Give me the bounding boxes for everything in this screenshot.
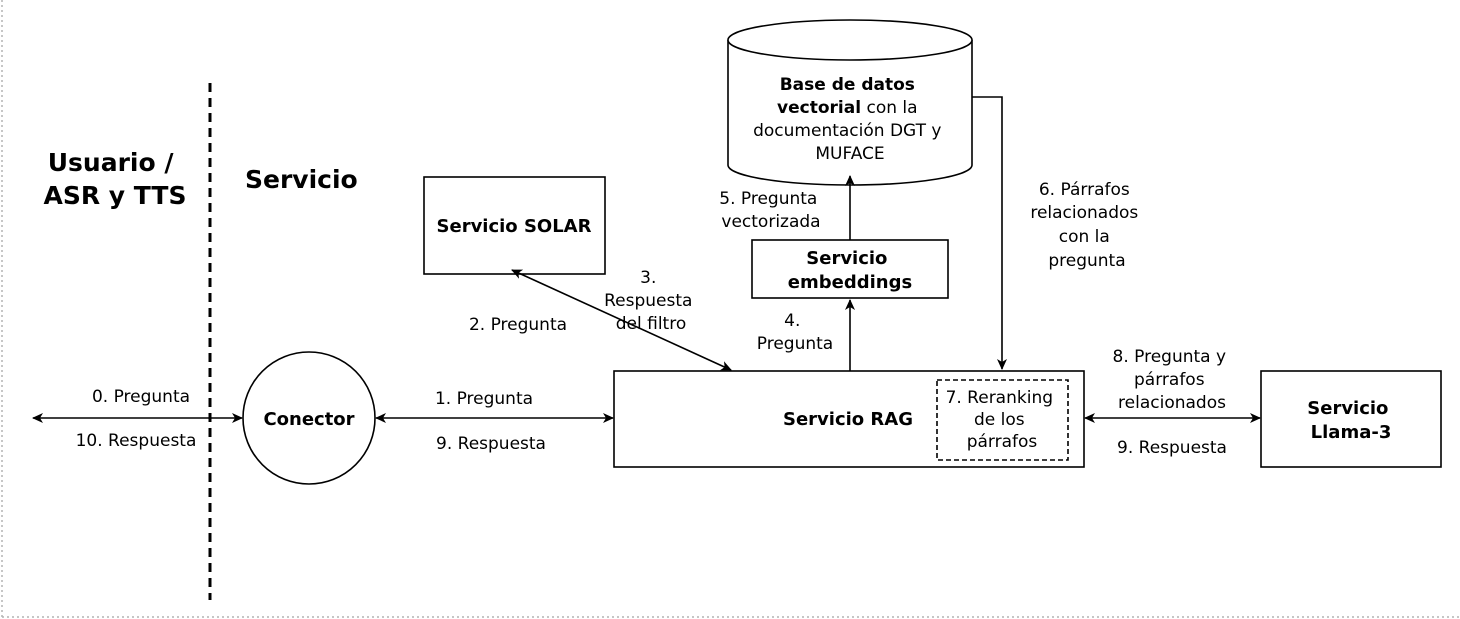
- llama-service-label: Servicio Llama-3: [1307, 398, 1394, 443]
- edge-solar-rag: [511, 269, 732, 371]
- edge-label-8: 8. Pregunta y párrafos relacionados: [1113, 347, 1232, 413]
- edge-label-5: 5. Pregunta vectorizada: [719, 189, 822, 232]
- llama-service-node: Servicio Llama-3: [1260, 370, 1442, 468]
- heading-service: Servicio: [245, 165, 358, 194]
- rag-service-node: Servicio RAG 7. Reranking de los párrafo…: [613, 370, 1085, 468]
- embeddings-service-label: Servicio embeddings: [788, 248, 912, 293]
- rag-service-label: Servicio RAG: [783, 409, 913, 430]
- reranking-label: 7. Reranking de los párrafos: [946, 388, 1059, 452]
- database-label: Base de datos vectorial con la documenta…: [753, 75, 947, 164]
- connector-node: Conector: [242, 351, 376, 485]
- edge-label-0: 0. Pregunta: [92, 387, 190, 407]
- edge-label-9b: 9. Respuesta: [1117, 438, 1227, 458]
- connector-label: Conector: [263, 409, 354, 430]
- edge-label-10: 10. Respuesta: [76, 431, 197, 451]
- edge-label-2: 2. Pregunta: [469, 315, 567, 335]
- solar-service-label: Servicio SOLAR: [437, 216, 592, 237]
- heading-user: Usuario / ASR y TTS: [44, 148, 187, 210]
- edge-label-9a: 9. Respuesta: [436, 434, 546, 454]
- edge-label-4: 4. Pregunta: [757, 311, 833, 354]
- edge-label-6: 6. Párrafos relacionados con la pregunta: [1030, 180, 1143, 271]
- edge-label-1: 1. Pregunta: [435, 389, 533, 409]
- embeddings-service-node: Servicio embeddings: [751, 239, 949, 299]
- edge-database-rag: [972, 96, 1007, 370]
- vector-database-node: Base de datos vectorial con la documenta…: [727, 19, 973, 186]
- reranking-box: [936, 379, 1069, 461]
- solar-service-node: Servicio SOLAR: [423, 176, 606, 275]
- edge-label-3: 3. Respuesta del filtro: [604, 268, 698, 334]
